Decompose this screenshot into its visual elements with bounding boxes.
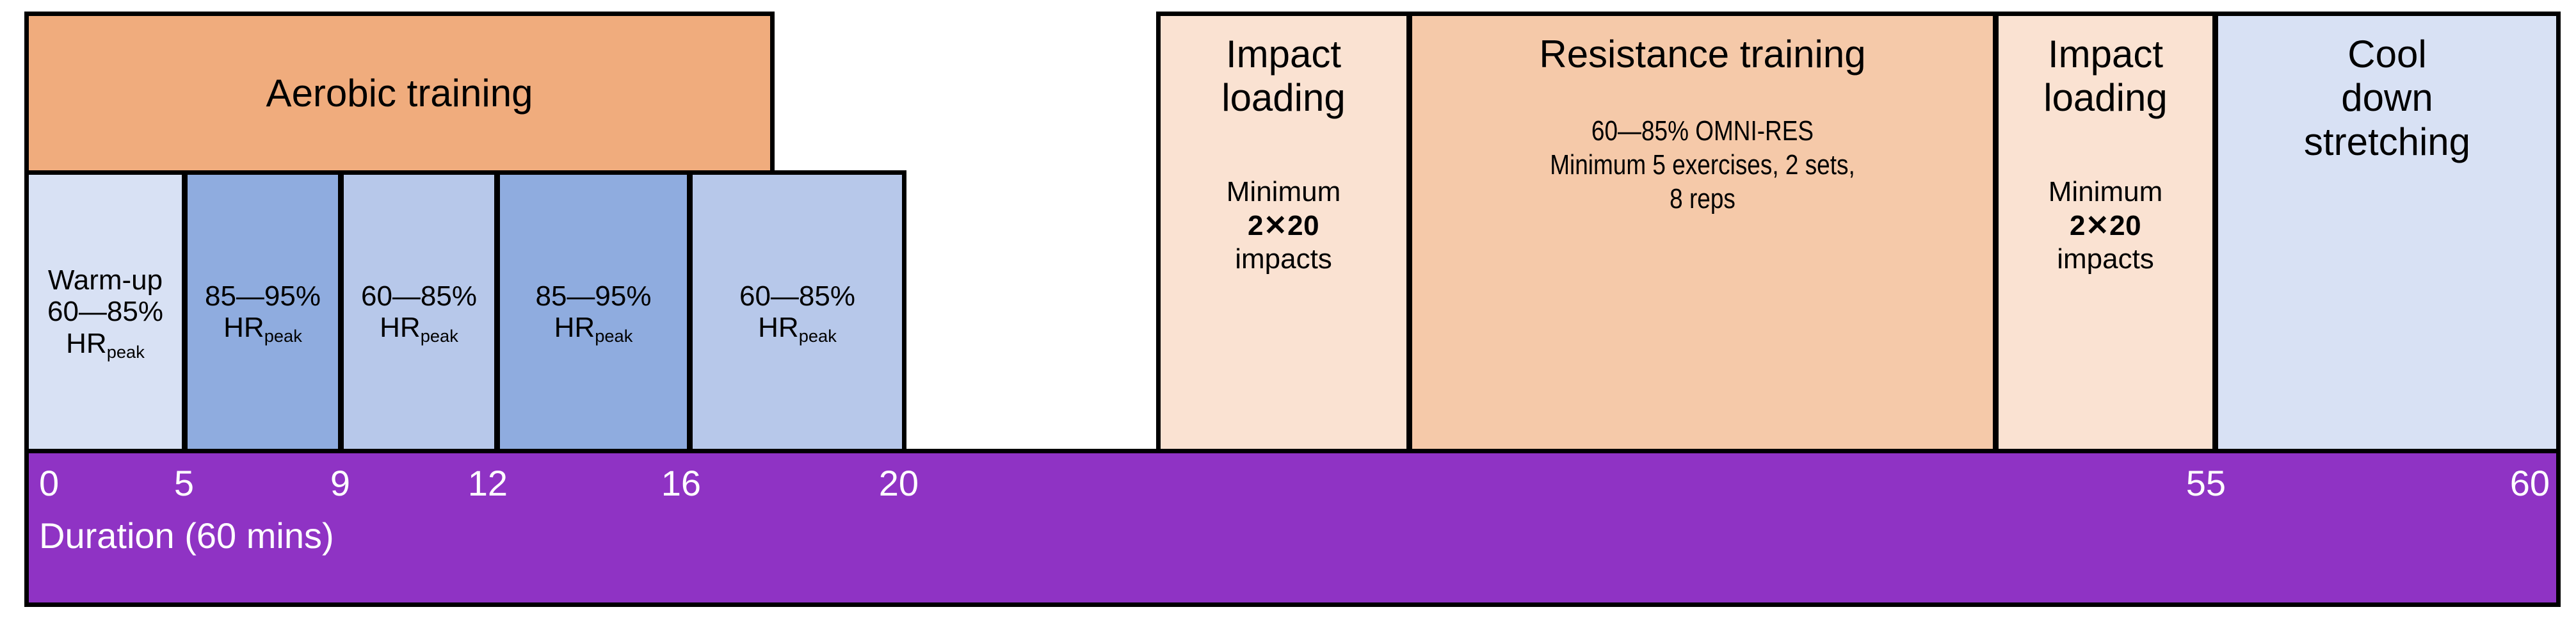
- axis-tick-60: 60: [2509, 463, 2550, 503]
- band-impact-1-title: Impact loading: [1221, 33, 1346, 120]
- zone-easy-2: 60—85% HRpeak: [688, 170, 906, 453]
- zone-easy-1-metric: HRpeak: [380, 312, 458, 346]
- axis-tick-0: 0: [39, 463, 60, 503]
- zone-hard-1-range: 85—95%: [204, 280, 321, 312]
- duration-axis: 0 5 9 12 16 20 55 60 Duration (60 mins): [24, 449, 2561, 607]
- zone-easy-1: 60—85% HRpeak: [339, 170, 499, 453]
- zone-hard-2-metric: HRpeak: [554, 312, 633, 346]
- zone-easy-2-range: 60—85%: [739, 280, 855, 312]
- band-cooldown-title: Cool down stretching: [2303, 33, 2471, 163]
- band-impact-loading-1: Impact loading Minimum 2✕20 impacts: [1156, 12, 1411, 453]
- session-timeline-diagram: Aerobic training Warm-up 60—85% HRpeak 8…: [24, 12, 2561, 607]
- band-cool-down-stretching: Cool down stretching: [2214, 12, 2561, 453]
- band-aerobic-training: Aerobic training: [24, 12, 775, 175]
- band-aerobic-label: Aerobic training: [266, 71, 533, 115]
- band-resistance-body: 60—85% OMNI-RES Minimum 5 exercises, 2 s…: [1550, 115, 1855, 214]
- band-impact-1-body: Minimum 2✕20 impacts: [1226, 175, 1341, 275]
- axis-tick-9: 9: [330, 463, 350, 503]
- axis-tick-20: 20: [878, 463, 919, 503]
- zone-warmup-metric: HRpeak: [66, 327, 145, 362]
- zone-hard-1-metric: HRpeak: [223, 312, 302, 346]
- band-resistance-title: Resistance training: [1539, 33, 1866, 76]
- band-impact-loading-2: Impact loading Minimum 2✕20 impacts: [1994, 12, 2217, 453]
- zone-hard-2: 85—95% HRpeak: [495, 170, 691, 453]
- zone-hard-1: 85—95% HRpeak: [183, 170, 342, 453]
- axis-tick-12: 12: [467, 463, 508, 503]
- zone-warmup-range: 60—85%: [47, 296, 163, 328]
- band-resistance-training: Resistance training 60—85% OMNI-RES Mini…: [1408, 12, 1997, 453]
- band-impact-2-title: Impact loading: [2043, 33, 2168, 120]
- zone-easy-1-range: 60—85%: [360, 280, 477, 312]
- axis-tick-55: 55: [2186, 463, 2226, 503]
- axis-label: Duration (60 mins): [39, 515, 334, 556]
- zone-hard-2-range: 85—95%: [535, 280, 652, 312]
- axis-tick-16: 16: [661, 463, 701, 503]
- zone-warmup-name: Warm-up: [47, 264, 163, 296]
- band-impact-2-body: Minimum 2✕20 impacts: [2048, 175, 2163, 275]
- axis-tick-5: 5: [173, 463, 194, 503]
- zone-easy-2-metric: HRpeak: [758, 312, 837, 346]
- zone-warmup: Warm-up 60—85% HRpeak: [24, 170, 186, 453]
